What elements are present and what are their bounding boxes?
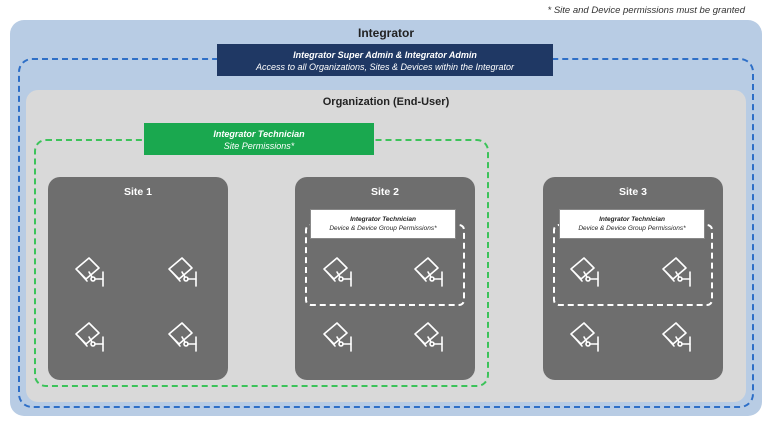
security-camera-icon: [165, 255, 201, 289]
footnote: * Site and Device permissions must be gr…: [547, 5, 746, 16]
super-admin-subtitle: Access to all Organizations, Sites & Dev…: [255, 62, 515, 72]
security-camera-icon: [165, 320, 201, 354]
organization-title: Organization (End-User): [322, 96, 450, 108]
integrator-title: Integrator: [357, 26, 414, 40]
security-camera-icon: [411, 320, 447, 354]
site-3-title: Site 3: [618, 186, 647, 198]
site-2-technician-device-title: Integrator Technician: [350, 216, 416, 223]
super-admin-box: Integrator Super Admin & Integrator Admi…: [217, 44, 553, 76]
security-camera-icon: [72, 320, 108, 354]
super-admin-title: Integrator Super Admin & Integrator Admi…: [293, 50, 477, 60]
site-2-title: Site 2: [370, 186, 399, 198]
technician-site-subtitle: Site Permissions*: [223, 141, 295, 151]
site-3-technician-device-subtitle: Device & Device Group Permissions*: [578, 225, 686, 232]
technician-site-box: Integrator Technician Site Permissions*: [144, 123, 374, 155]
security-camera-icon: [567, 255, 603, 289]
site-1-title: Site 1: [123, 186, 152, 198]
security-camera-icon: [659, 255, 695, 289]
security-camera-icon: [320, 255, 356, 289]
technician-site-title: Integrator Technician: [213, 129, 305, 139]
security-camera-icon: [411, 255, 447, 289]
site-2-technician-device-subtitle: Device & Device Group Permissions*: [329, 225, 437, 232]
security-camera-icon: [659, 320, 695, 354]
site-2-technician-device-box: Integrator Technician Device & Device Gr…: [310, 209, 456, 239]
site-3-technician-device-title: Integrator Technician: [599, 216, 665, 223]
site-1-container: [48, 177, 228, 380]
site-3-technician-device-box: Integrator Technician Device & Device Gr…: [559, 209, 705, 239]
security-camera-icon: [320, 320, 356, 354]
security-camera-icon: [567, 320, 603, 354]
security-camera-icon: [72, 255, 108, 289]
